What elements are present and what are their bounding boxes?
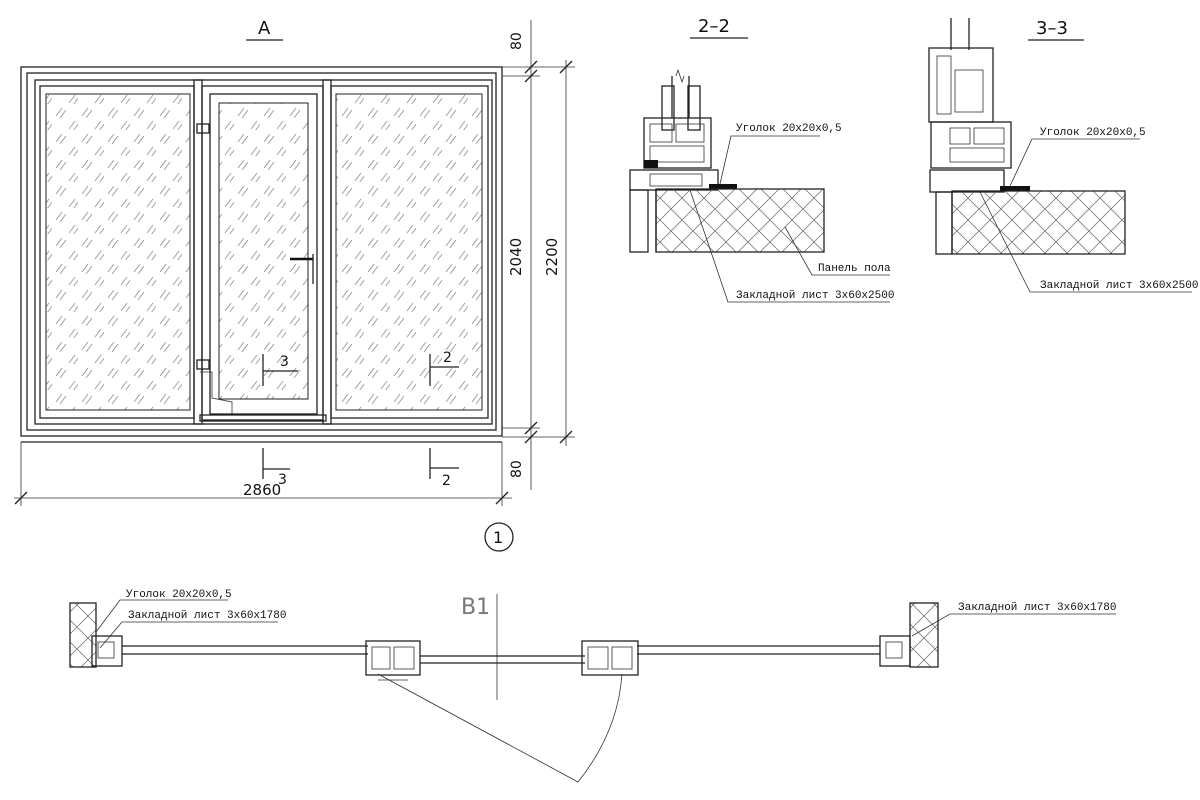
section-3-3: 3–3 Уголок 20х20х0,5 Закладной лист 3х60… — [928, 18, 1198, 293]
frame-rebate — [34, 79, 493, 425]
right-mullion-chamber-1 — [587, 646, 609, 670]
svg-text:2860: 2860 — [243, 481, 281, 499]
front-trim — [935, 191, 953, 255]
floor-panel-label: Панель пола — [818, 263, 891, 275]
svg-text:80: 80 — [509, 32, 525, 50]
plan-embed-right-leader — [911, 613, 1116, 637]
base-profile — [629, 169, 719, 191]
plan-corner-leader — [95, 599, 228, 633]
floor-panel — [655, 188, 825, 253]
seal-dark — [644, 160, 658, 168]
right-frame-profile — [879, 635, 911, 667]
section-marker-2-outer: 2 — [429, 448, 459, 489]
base-chamber — [649, 173, 703, 187]
base-profile — [929, 169, 1005, 193]
profile-left — [661, 85, 675, 131]
left-frame-profile — [91, 635, 123, 667]
plan-view-label: В1 — [461, 595, 490, 620]
corner-label: Уголок 20х20х0,5 — [736, 123, 842, 135]
height-dimensions: 80 2040 2200 80 — [502, 20, 575, 490]
svg-text:2: 2 — [443, 350, 452, 366]
left-mullion-profile — [365, 640, 421, 676]
section-2-2: 2–2 Уголок 20х20х0,5 Панель пола Закладн… — [629, 16, 894, 303]
left-mullion-chamber-1 — [371, 646, 391, 670]
plan-view: В1 Уголок 20х20х0,5 Заклад — [69, 589, 1116, 783]
svg-text:2040: 2040 — [507, 238, 525, 276]
frame-profile — [930, 121, 1012, 169]
frame-profile — [643, 117, 712, 169]
door-sash — [209, 93, 318, 415]
chamber-1 — [649, 123, 673, 143]
door-swing-arc — [577, 673, 623, 783]
sash-chamber-2 — [954, 69, 984, 113]
upper-hinge-icon — [196, 123, 210, 134]
svg-text:2200: 2200 — [543, 238, 561, 276]
left-mullion-chamber-2 — [393, 646, 415, 670]
floor-panel — [951, 190, 1126, 255]
break-mark — [675, 68, 685, 84]
door-bottom-detail — [200, 371, 233, 414]
svg-text:2: 2 — [442, 473, 451, 489]
svg-text:80: 80 — [509, 460, 525, 478]
right-mullion-chamber-2 — [611, 646, 633, 670]
plan-embed-right-label: Закладной лист 3х60х1780 — [958, 602, 1116, 614]
door-swing-leaf — [377, 673, 579, 783]
corner-angle — [1000, 186, 1030, 191]
section-3-3-title: 3–3 — [1036, 18, 1068, 39]
outer-frame — [20, 66, 503, 437]
frame-chamber-2 — [973, 127, 1005, 145]
outer-frame-inner — [26, 72, 497, 431]
elevation-view: A 3 — [14, 18, 575, 552]
embed-plate-label: Закладной лист 3х60х2500 — [736, 290, 894, 302]
chamber-2 — [675, 123, 705, 143]
section-2-2-title: 2–2 — [698, 16, 730, 37]
frame-chamber-3 — [949, 147, 1005, 163]
left-glass-pane — [45, 93, 191, 411]
svg-text:3: 3 — [280, 354, 289, 370]
door-threshold — [199, 414, 327, 422]
plan-corner-label: Уголок 20х20х0,5 — [126, 589, 232, 601]
sash-profile — [928, 47, 994, 123]
right-sash — [330, 85, 489, 419]
elevation-view-label: A — [258, 18, 271, 39]
sash-chamber-1 — [936, 55, 952, 115]
right-wall — [909, 602, 939, 668]
lower-hinge-icon — [196, 359, 210, 370]
plan-embed-left-leader — [99, 621, 278, 649]
chamber-3 — [649, 145, 705, 163]
right-frame-chamber — [885, 641, 903, 659]
corner-label: Уголок 20х20х0,5 — [1040, 127, 1146, 139]
plan-embed-left-label: Закладной лист 3х60х1780 — [128, 610, 286, 622]
width-dimension: 2860 — [14, 442, 512, 506]
front-trim — [629, 189, 649, 253]
right-glass-pane — [335, 93, 483, 411]
corner-leader — [1009, 138, 1140, 187]
svg-text:1: 1 — [493, 528, 503, 547]
door-frame — [201, 85, 324, 421]
corner-leader — [719, 135, 820, 185]
section-marker-2-inner: 2 — [429, 350, 459, 386]
left-frame-chamber — [97, 641, 115, 659]
section-marker-3-inner: 3 — [262, 354, 298, 386]
right-mullion-profile — [581, 640, 639, 676]
frame-chamber-1 — [949, 127, 971, 145]
corner-angle — [709, 184, 737, 189]
embed-plate-leader — [689, 189, 890, 303]
profile-right — [687, 85, 701, 131]
door-glass-pane — [218, 102, 309, 400]
axis-marker: 1 — [484, 522, 514, 552]
section-marker-3-outer: 3 — [262, 448, 290, 488]
embed-plate-leader — [979, 191, 1192, 293]
embed-plate-label: Закладной лист 3х60х2500 — [1040, 280, 1198, 292]
svg-text:3: 3 — [278, 472, 287, 488]
right-mullion — [322, 79, 332, 425]
floor-panel-leader — [784, 226, 890, 276]
